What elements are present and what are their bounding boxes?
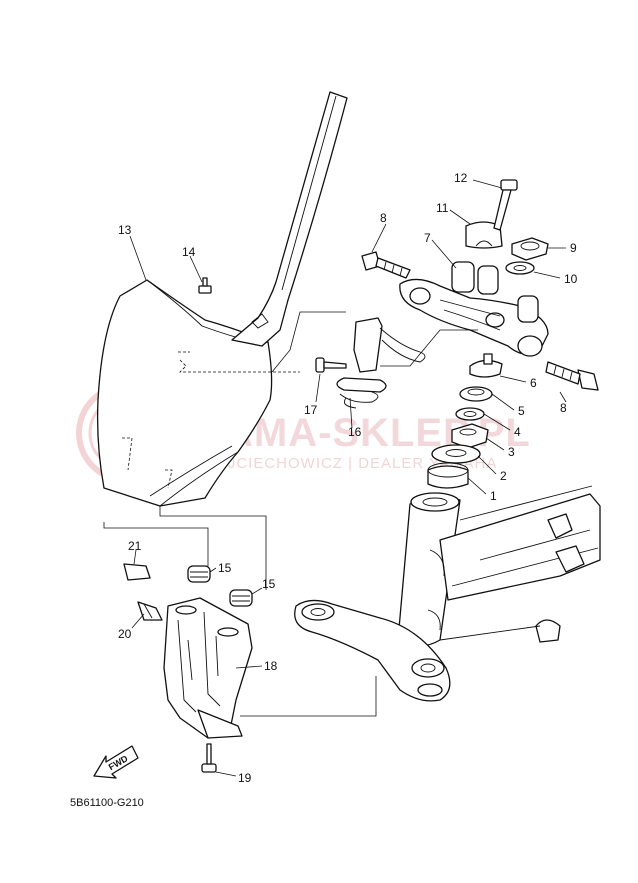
callout-13: 13 xyxy=(118,223,132,237)
clamp-cap-11 xyxy=(465,221,503,249)
leader-lines xyxy=(129,179,567,777)
pinch-bolt-8b xyxy=(545,361,599,391)
callout-14: 14 xyxy=(182,245,196,259)
callout-8-upper: 8 xyxy=(380,211,387,225)
reference-lines xyxy=(103,311,478,717)
bolt-14 xyxy=(198,277,212,294)
bearing-1 xyxy=(427,462,469,489)
callout-19: 19 xyxy=(238,771,252,785)
frame-head-pipe xyxy=(397,485,601,647)
callouts: 12 11 8 7 9 10 13 14 17 16 6 8 5 4 3 2 1… xyxy=(118,171,578,785)
washer-4 xyxy=(455,407,485,421)
screw-19 xyxy=(201,743,217,773)
ring-nut-5 xyxy=(459,386,493,402)
nut-9 xyxy=(511,237,549,261)
callout-12: 12 xyxy=(454,171,468,185)
washer-10 xyxy=(505,261,535,275)
screw-17 xyxy=(315,357,347,373)
pad-20 xyxy=(137,601,163,621)
callout-21: 21 xyxy=(128,539,142,553)
callout-4: 4 xyxy=(514,425,521,439)
callout-15-left: 15 xyxy=(218,561,232,575)
callout-10: 10 xyxy=(564,272,578,286)
ring-nut-3 xyxy=(451,423,489,449)
callout-7: 7 xyxy=(424,231,431,245)
callout-2: 2 xyxy=(500,469,507,483)
callout-17: 17 xyxy=(304,403,318,417)
grommet-15b xyxy=(229,589,253,607)
callout-9: 9 xyxy=(570,241,577,255)
callout-11: 11 xyxy=(436,201,449,215)
callout-20: 20 xyxy=(118,627,132,641)
callout-6: 6 xyxy=(530,376,537,390)
lock-washer-6 xyxy=(469,353,503,378)
callout-15-right: 15 xyxy=(262,577,276,591)
fwd-arrow-icon: FWD xyxy=(93,745,139,779)
callout-3: 3 xyxy=(508,445,515,459)
grommet-15a xyxy=(187,565,211,583)
bolt-12 xyxy=(493,179,518,231)
pinch-bolt-8a xyxy=(361,251,411,279)
spring-bracket-16 xyxy=(336,317,426,409)
seal-2 xyxy=(431,444,481,464)
upper-bracket-7 xyxy=(399,261,549,357)
block-21 xyxy=(123,563,151,581)
number-plate-13 xyxy=(96,91,348,507)
washer-collar-15 xyxy=(175,605,239,637)
callout-1: 1 xyxy=(490,489,497,503)
lower-bracket xyxy=(294,599,451,702)
watermark-tagline: WOJCIECHOWICZ | DEALER YAMAHA xyxy=(200,455,497,472)
diagram-code: 5B61100-G210 xyxy=(70,797,144,809)
callout-8-lower: 8 xyxy=(560,401,567,415)
callout-18: 18 xyxy=(264,659,278,673)
callout-5: 5 xyxy=(518,404,525,418)
callout-16: 16 xyxy=(348,425,362,439)
